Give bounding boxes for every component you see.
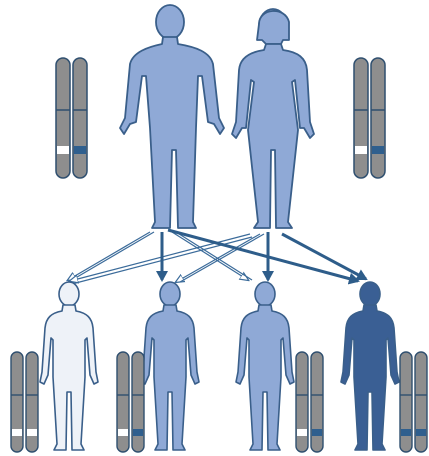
allele-band-mutant (74, 146, 86, 154)
chromosome (132, 352, 144, 452)
chromosome (400, 352, 412, 452)
mother-chromosome-pair (354, 58, 385, 178)
arrow-thin (176, 234, 260, 282)
child-chromosome-pair (296, 352, 323, 452)
child-figure-carrier (141, 282, 199, 450)
allele-band-mutant (401, 429, 411, 436)
father-chromosome-pair (56, 58, 87, 178)
inheritance-arrows (68, 230, 366, 284)
allele-band-mutant (372, 146, 384, 154)
allele-band-mutant (133, 429, 143, 436)
child-body (141, 305, 199, 450)
child-chromosome-pair (11, 352, 38, 452)
father-figure (120, 5, 224, 228)
child-chromosome-pair (400, 352, 427, 452)
allele-band-normal (355, 146, 367, 154)
arrow-thin (176, 232, 252, 280)
chromosome (117, 352, 129, 452)
chromosome-left (354, 58, 368, 178)
child-head (160, 282, 180, 306)
arrow-thin (172, 232, 248, 280)
child-head (59, 282, 79, 306)
child-head (255, 282, 275, 306)
chromosome-right (73, 58, 87, 178)
mother-figure (232, 9, 314, 228)
child-head (360, 282, 380, 306)
allele-band-normal (12, 429, 22, 436)
allele-band-normal (118, 429, 128, 436)
arrow-thin (68, 232, 150, 280)
chromosome (26, 352, 38, 452)
chromosome (11, 352, 23, 452)
child-body (236, 305, 294, 450)
arrow-thick (168, 230, 358, 281)
chromosome (311, 352, 323, 452)
child-figure-carrier (236, 282, 294, 450)
allele-band-normal (57, 146, 69, 154)
child-figure-unaffected (40, 282, 98, 450)
chromosome (415, 352, 427, 452)
child-chromosome-pair (117, 352, 144, 452)
allele-band-normal (27, 429, 37, 436)
allele-band-normal (297, 429, 307, 436)
chromosome (296, 352, 308, 452)
child-figure-affected (341, 282, 399, 450)
chromosome-right (371, 58, 385, 178)
allele-band-mutant (416, 429, 426, 436)
allele-band-mutant (312, 429, 322, 436)
chromosome-left (56, 58, 70, 178)
child-body (40, 305, 98, 450)
child-body (341, 305, 399, 450)
